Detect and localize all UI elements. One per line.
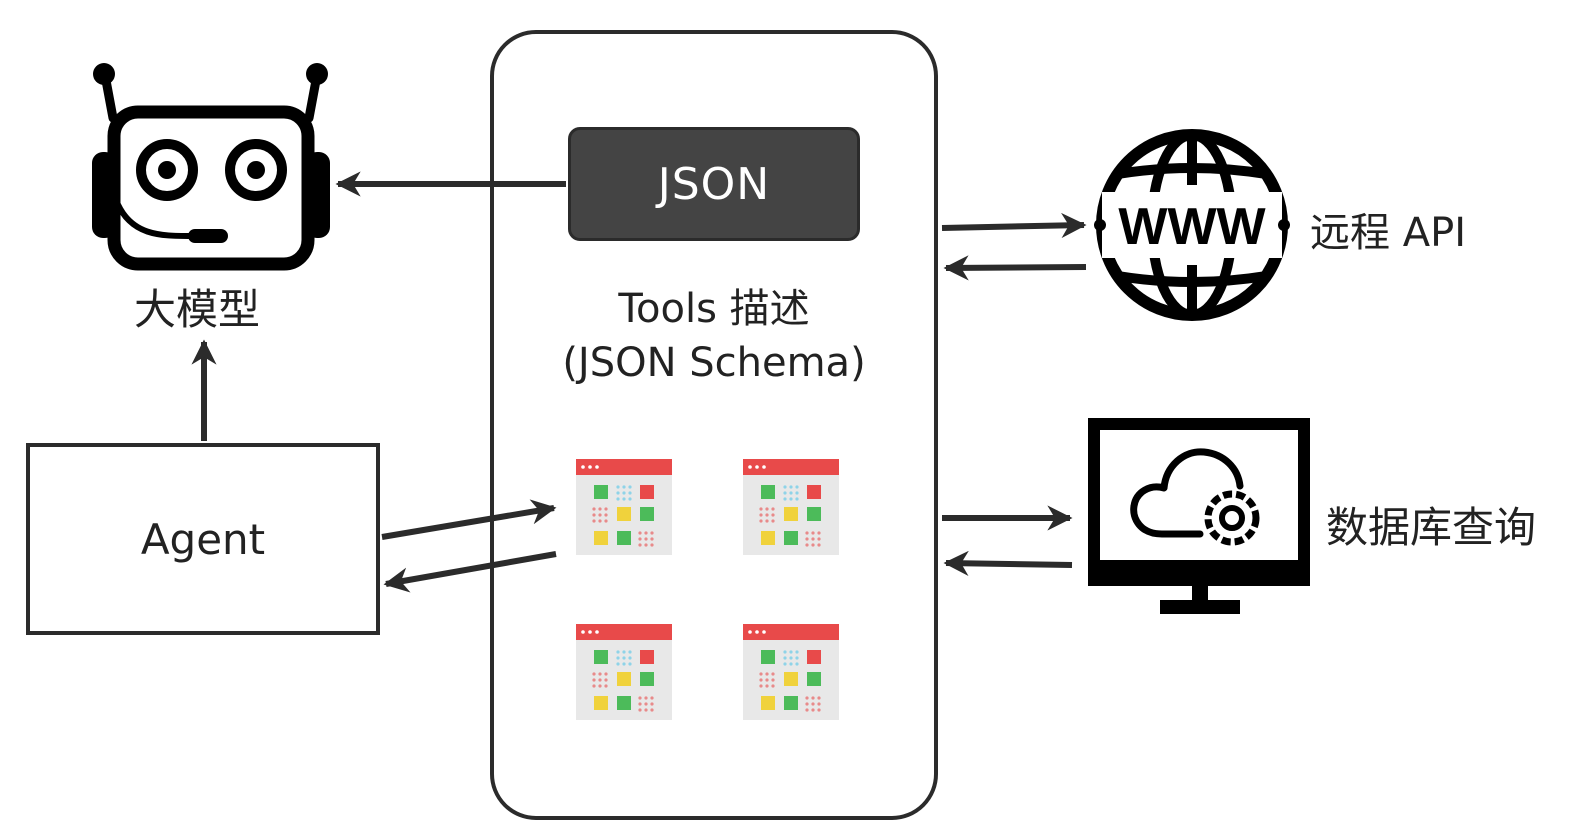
tool-window-icon <box>743 624 839 720</box>
tool-window-icon <box>576 459 672 555</box>
tools-subtitle: (JSON Schema) <box>562 340 866 386</box>
arrow-api-to-panel <box>943 255 1087 281</box>
monitor-cloud-gear-icon <box>1088 418 1310 614</box>
agent-box: Agent <box>26 443 380 635</box>
globe-icon: WWW <box>1094 129 1290 321</box>
globe-text: WWW <box>1118 198 1266 256</box>
json-box: JSON <box>568 127 860 241</box>
llm-label: 大模型 <box>134 285 261 334</box>
tool-window-icon <box>576 624 672 720</box>
arrow-panel-to-api <box>941 212 1087 239</box>
tools-title: Tools 描述 <box>618 286 810 332</box>
arrow-database-to-panel <box>943 550 1073 576</box>
agent-label: Agent <box>140 514 266 564</box>
database-label: 数据库查询 <box>1326 503 1537 552</box>
remote-api-label: 远程 API <box>1310 210 1466 256</box>
json-label: JSON <box>657 158 771 210</box>
robot-headset-icon <box>92 63 330 271</box>
tool-window-icon <box>743 459 839 555</box>
arrow-tools-to-agent <box>383 551 557 593</box>
arrow-agent-to-tools <box>381 499 557 540</box>
